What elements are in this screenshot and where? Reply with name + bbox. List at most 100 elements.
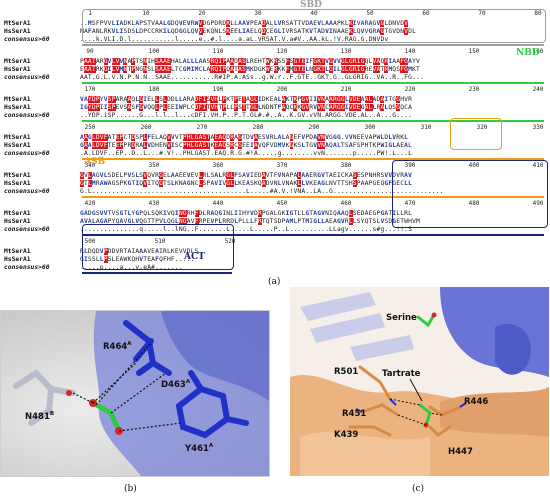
ruler-tick-label: 390 xyxy=(404,162,416,169)
sequence-text: GTLMRAWAGSPKGTIQVITQGTSLKNAGNCLSPAVIVGLL… xyxy=(80,179,413,187)
ruler-tick-label: 220 xyxy=(404,86,416,93)
label-r451: R451 xyxy=(342,409,367,419)
sequence-text: ..MSFPVVLIADKLAPSTVAALGDQVEVRWVDGPDRDKLL… xyxy=(80,19,409,27)
ruler-tick-label: 50 xyxy=(366,10,374,17)
ruler-tick-label: 520 xyxy=(224,238,236,245)
sequence-text: AVALAGAPYQAVGLVQGTTPVLQGLNGAVFRPEVPLRRDL… xyxy=(80,217,420,225)
sequence-name: consensus>60 xyxy=(4,263,50,271)
sequence-name: MtSerA1 xyxy=(4,133,31,141)
ruler-tick-label: 150 xyxy=(468,48,480,55)
panel-b-structure: R464A D463A N481B Y461A xyxy=(0,310,270,477)
sequence-name: consensus>60 xyxy=(4,73,50,81)
ruler-tick-label: 440 xyxy=(212,200,224,207)
blue-residues xyxy=(123,320,249,439)
sequence-name: MtSerA1 xyxy=(4,19,31,27)
ruler-tick-label: 460 xyxy=(340,200,352,207)
blue-surface-dark xyxy=(161,311,269,401)
sequence-name: consensus>60 xyxy=(4,225,50,233)
label-k439: K439 xyxy=(334,430,359,440)
ruler-tick-label: 60 xyxy=(422,10,430,17)
label-d463: D463A xyxy=(161,379,191,390)
ruler-tick-label: 320 xyxy=(476,124,488,131)
sequence-name: consensus>60 xyxy=(4,187,50,195)
alignment-row: consensus>60.....p....a...v.eA#....... xyxy=(4,263,183,271)
sequence-name: HsSerA1 xyxy=(4,255,31,263)
sequence-name: MtSerA1 xyxy=(4,95,31,103)
sequence-name: MtSerA1 xyxy=(4,209,31,217)
ruler-tick-label: 40 xyxy=(310,10,318,17)
ruler-tick-label: 400 xyxy=(468,162,480,169)
ruler-tick-label: 20 xyxy=(198,10,206,17)
ruler-tick-label: 250 xyxy=(84,124,96,131)
asb-label: ASB xyxy=(84,157,106,167)
sequence-text: IGYDPIISPEVSASFGVQQLPLEEIWPLCDFITVHTPLLP… xyxy=(80,103,413,111)
alignment-row: consensus>60 AAT.G.L.V.N.P.N.N..SAAE.....… xyxy=(4,73,424,81)
ruler-tick-label: 230 xyxy=(468,86,480,93)
ruler-tick-label: 370 xyxy=(276,162,288,169)
alignment-row: consensus>60 ...............q.....l..lNG.… xyxy=(4,225,412,233)
domain-bar xyxy=(82,158,544,160)
sequence-text: ...............q.....l..lNG..F.......L..… xyxy=(80,225,413,233)
sequence-name: consensus>60 xyxy=(4,111,50,119)
sequence-name: HsSerA1 xyxy=(4,27,31,35)
sequence-name: HsSerA1 xyxy=(4,217,31,225)
label-n481: N481B xyxy=(25,411,55,422)
ruler-tick-label: 490 xyxy=(532,200,544,207)
ruler-tick-label: 270 xyxy=(196,124,208,131)
sequence-name: HsSerA1 xyxy=(4,65,31,73)
domain-bar xyxy=(82,82,544,84)
domain-bar xyxy=(82,44,544,46)
ruler-tick-label: 100 xyxy=(148,48,160,55)
sequence-text: EAATRKGILVMNTPNGNSLSAAELTCGMIMCLARQIPQAT… xyxy=(80,65,420,73)
panel-b-caption: (b) xyxy=(124,484,137,494)
light-blue-sheets xyxy=(300,292,414,361)
ruler-tick-label: 190 xyxy=(212,86,224,93)
ruler-tick-label: 180 xyxy=(148,86,160,93)
alignment-row: HsSerA1 EAATRKGILVMNTPNGNSLSAAELTCGMIMCLA… xyxy=(4,65,420,73)
label-tartrate: Tartrate xyxy=(382,369,421,379)
ruler-tick-label: 30 xyxy=(254,10,262,17)
domain-bar xyxy=(82,234,544,236)
act-box-lower xyxy=(82,224,234,270)
sequence-text: PAATARGVLVVNAPTSNIHSAAEHALALLLAASRQIPAAD… xyxy=(80,57,420,65)
sequence-text: AAT.G.L.V.N.P.N.N..SAAE...........R#IP.A… xyxy=(80,73,424,81)
nbd-label: NBD xyxy=(516,48,540,58)
domain-bar xyxy=(82,120,544,122)
ruler-tick-label: 350 xyxy=(148,162,160,169)
hbonds-c xyxy=(389,398,443,426)
sequence-text: GVLAGVLSDELPVSLSVQVRGELAAEEVEVLRLSALRGLF… xyxy=(80,171,413,179)
domain-bar xyxy=(82,196,544,198)
ruler-tick-label: 280 xyxy=(252,124,264,131)
sequence-text: GAALDVFTEEPPRDRALVDHENVISCPHLGASTKEAQSRC… xyxy=(80,141,413,149)
act-label: ACT xyxy=(184,252,205,262)
ruler-tick-label: 170 xyxy=(84,86,96,93)
sbd-label: SBD xyxy=(300,0,322,10)
sequence-name: MtSerA1 xyxy=(4,247,31,255)
label-r501: R501 xyxy=(334,367,359,377)
panel-c-caption: (c) xyxy=(412,484,425,494)
ruler-tick-label: 200 xyxy=(276,86,288,93)
ruler-tick-label: 130 xyxy=(340,48,352,55)
ruler-tick-label: 340 xyxy=(84,162,96,169)
alignment-row: consensus>60.A.LDVF..EP..D..L...#.V!..PH… xyxy=(4,149,412,157)
alignment-row: MtSerA1 ..MSFPVVLIADKLAPSTVAALGDQVEVRWVDG… xyxy=(4,19,409,27)
alignment-row: consensus>60..YDP.iSP......G...l.l..l...… xyxy=(4,111,412,119)
domain-bar xyxy=(82,272,232,274)
oxygen-atom xyxy=(66,390,72,396)
tartrate-pointer xyxy=(409,378,423,402)
ruler-tick-label: 430 xyxy=(148,200,160,207)
sequence-text: ....k.VLI.D.l...........l.....e..#.l....… xyxy=(80,35,389,43)
